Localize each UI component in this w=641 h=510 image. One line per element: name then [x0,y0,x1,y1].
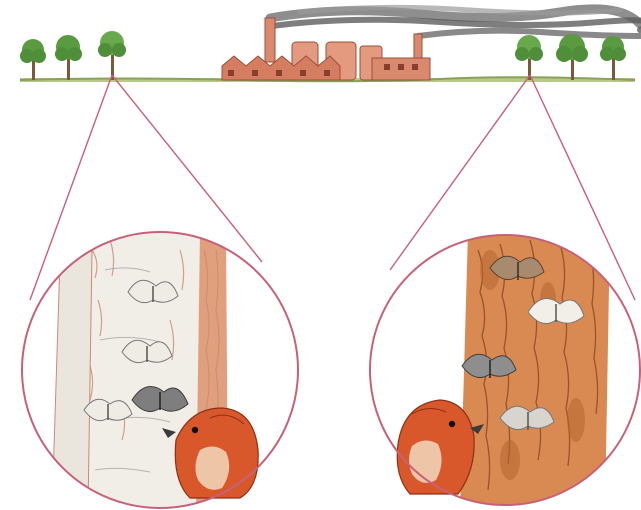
moth-pale-1 [128,280,178,302]
moth-dark-1 [132,387,188,412]
moth-pale-3 [84,399,132,420]
moth-dark-2 [490,256,544,280]
right-magnified-panel [370,232,640,510]
moth-pale-2 [122,340,172,362]
factory [222,18,430,80]
trees-right [515,34,626,80]
trees-left [20,31,126,80]
factory-smoke [270,7,641,36]
moth-pale-5 [500,406,554,430]
moth-dark-3 [462,354,516,378]
moth-pale-4 [528,299,584,324]
left-magnified-panel [22,230,298,510]
